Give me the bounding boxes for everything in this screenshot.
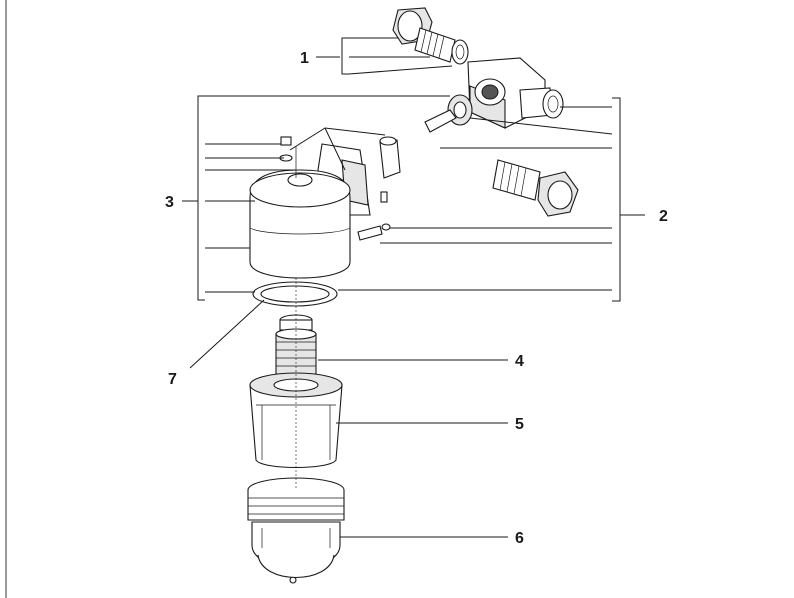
label-6: 6 bbox=[515, 530, 524, 547]
part-3-filter-head bbox=[249, 136, 401, 279]
label-5: 5 bbox=[515, 416, 524, 433]
label-4: 4 bbox=[515, 353, 524, 370]
part-1-fittings bbox=[392, 7, 469, 65]
part-2-tee-fitting bbox=[357, 57, 579, 241]
label-7: 7 bbox=[168, 371, 177, 388]
label-2: 2 bbox=[659, 208, 668, 225]
part-7-o-ring bbox=[252, 281, 338, 307]
part-6-filter-bowl bbox=[247, 477, 345, 584]
label-3: 3 bbox=[165, 194, 174, 211]
leader-lines bbox=[182, 37, 645, 538]
label-1: 1 bbox=[300, 50, 309, 67]
